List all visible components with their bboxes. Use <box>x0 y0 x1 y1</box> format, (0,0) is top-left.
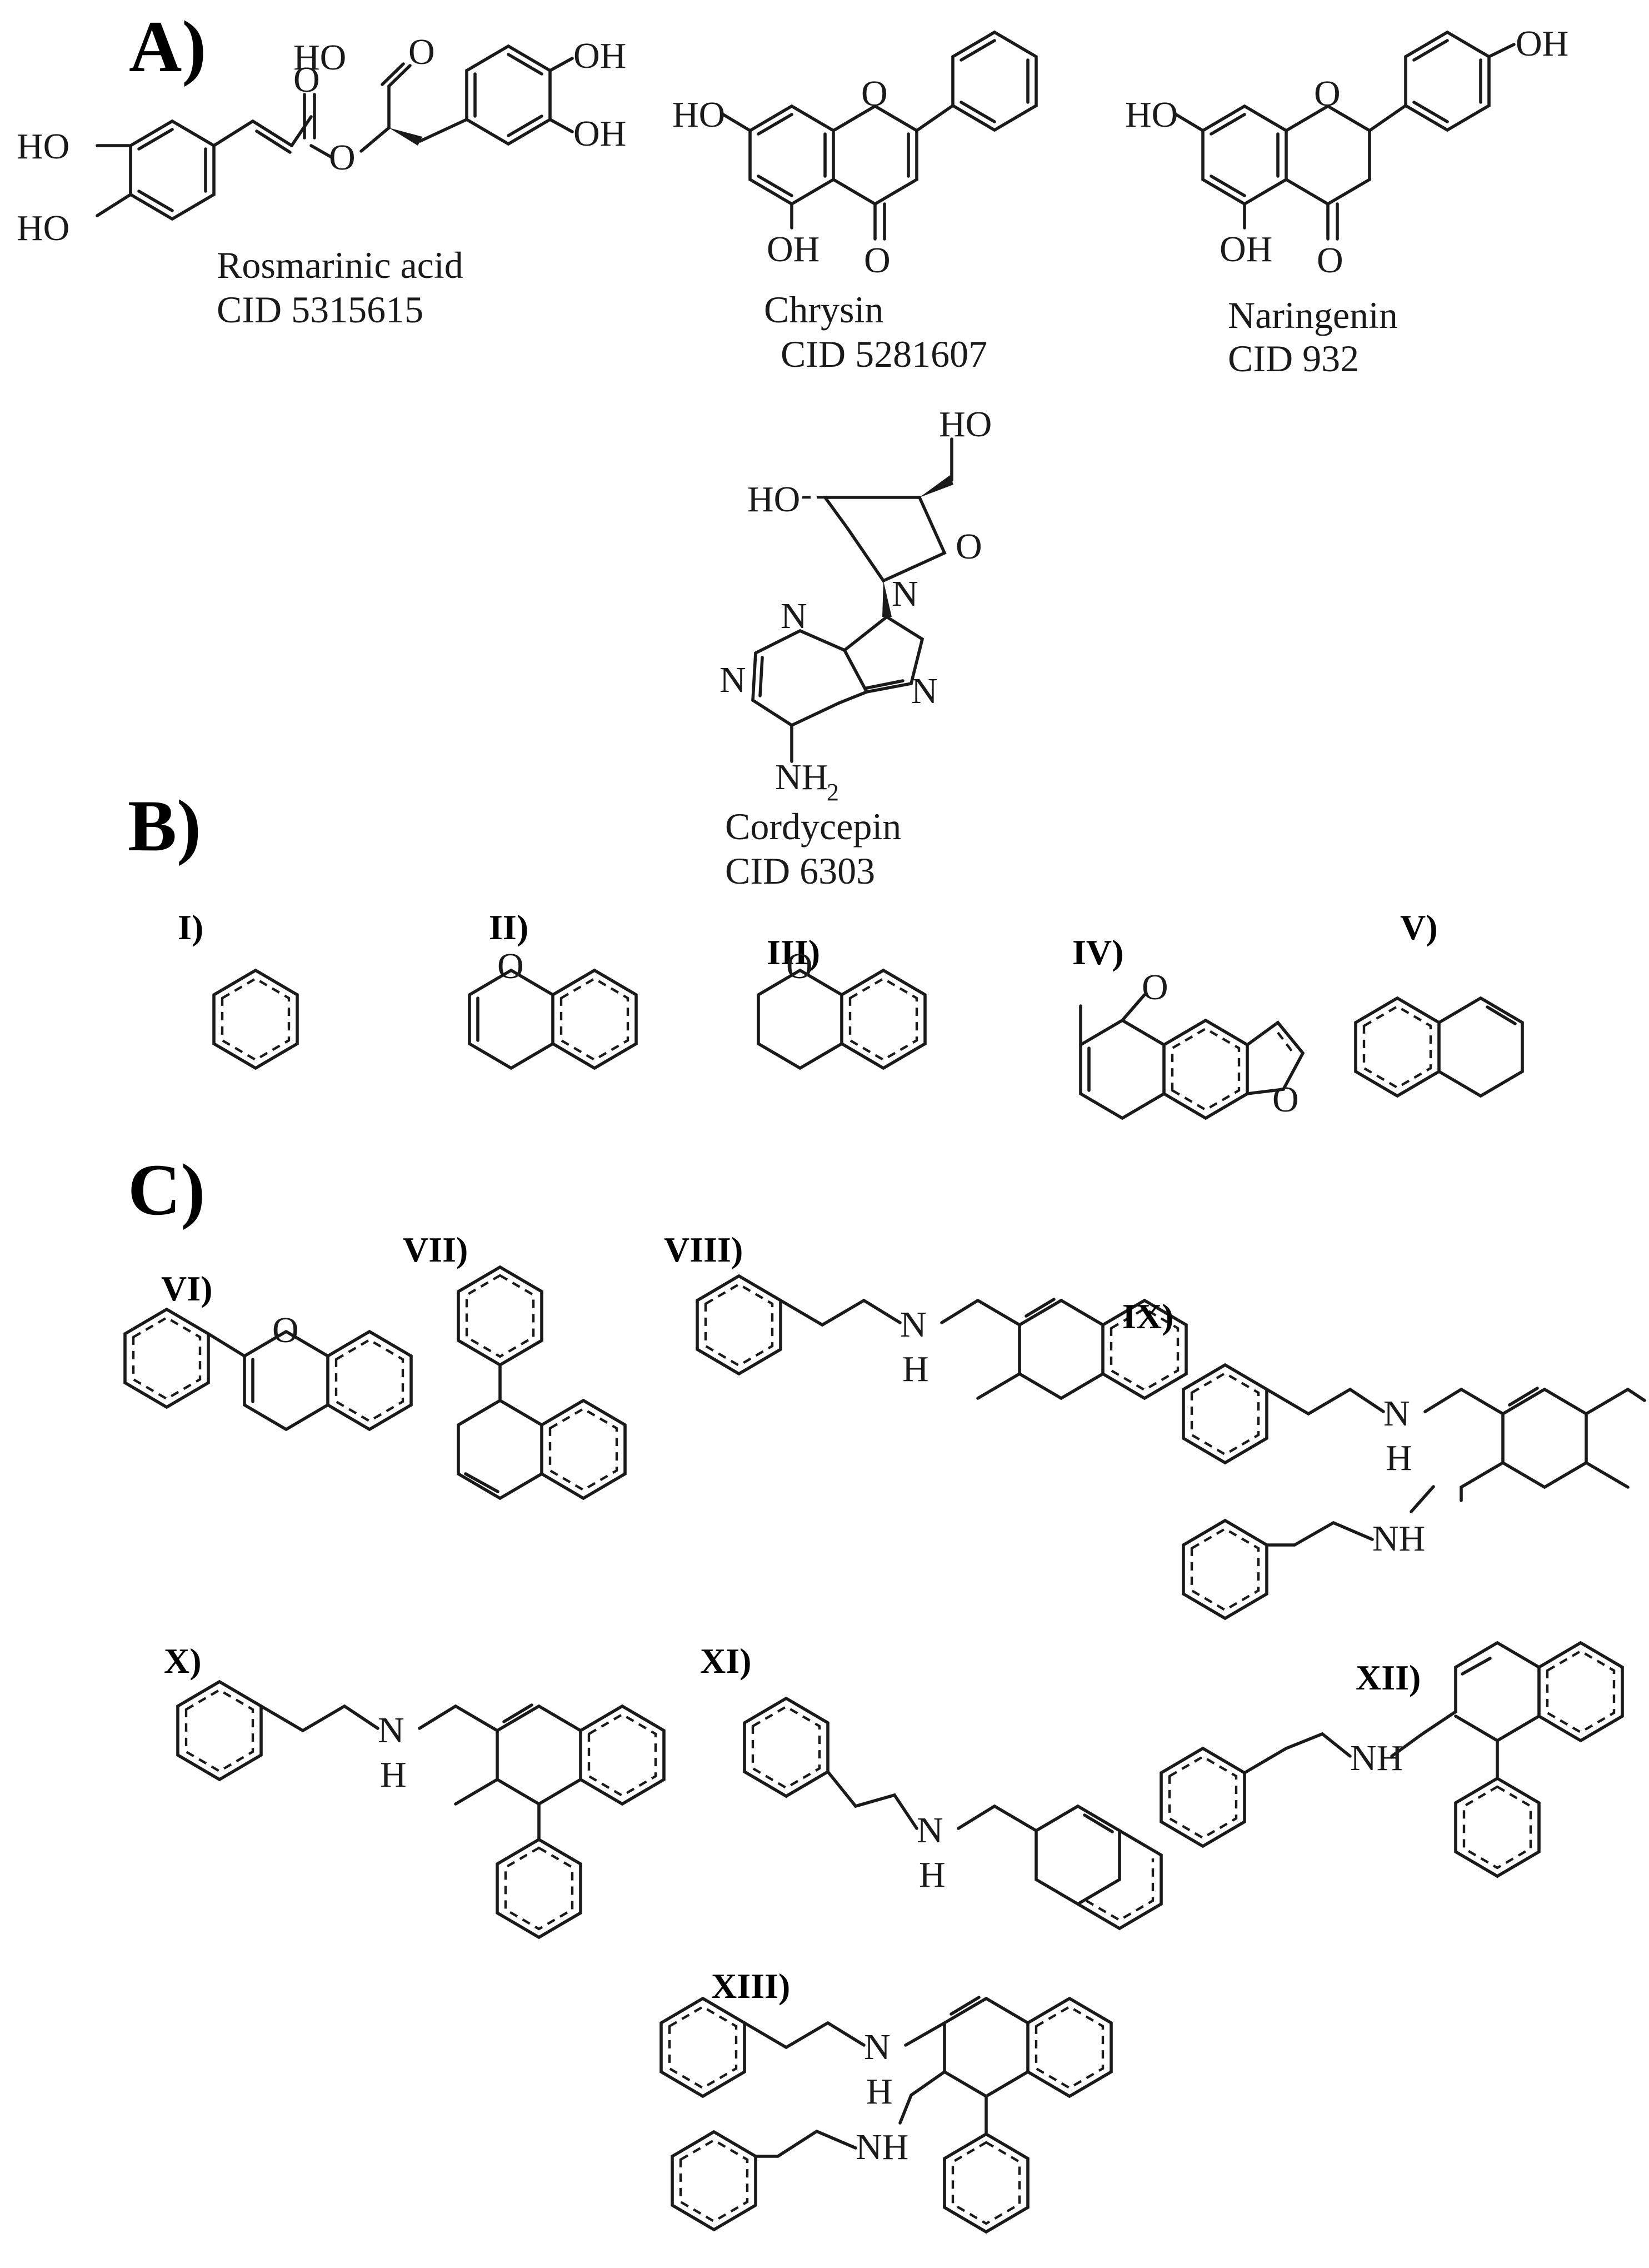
atom-label: O <box>1142 967 1168 1008</box>
atom-label: O <box>1314 73 1341 114</box>
fragment-VII: VII) <box>403 1230 627 1501</box>
atom-label: HO <box>747 479 800 520</box>
structure-chrysin: HO O OH O Chrysin CID 5281607 <box>672 30 1038 375</box>
atom-label: HO <box>672 94 725 135</box>
fragment-III: III) O <box>757 933 927 1070</box>
fragment-XII: XII) NH <box>1160 1641 1624 1878</box>
fragment-XIII: XIII) N H NH <box>659 1966 1113 2234</box>
atom-label: N <box>781 596 807 636</box>
atom-label: OH <box>573 113 626 154</box>
atom-label: HO <box>17 208 69 248</box>
atom-label: O <box>956 526 982 567</box>
fragment-label: I) <box>178 908 203 947</box>
atom-label: N <box>1383 1393 1410 1434</box>
compound-name: Cordycepin <box>725 805 901 848</box>
atom-label: H <box>1386 1438 1412 1478</box>
fragment-IX: IX) N H NH <box>1122 1297 1646 1621</box>
atom-label: O <box>786 946 813 986</box>
fragment-II: II) O <box>468 908 638 1070</box>
atom-label: NH <box>856 2127 908 2167</box>
fragment-label: XII) <box>1356 1658 1421 1697</box>
fragment-label: XI) <box>700 1641 751 1681</box>
compound-name: Naringenin <box>1228 294 1398 336</box>
atom-label: O <box>864 240 891 281</box>
compound-cid: CID 6303 <box>725 850 875 892</box>
atom-label: O <box>861 73 888 114</box>
atom-label: H <box>866 2071 893 2112</box>
fragment-label: X) <box>164 1641 202 1681</box>
fragment-I: I) <box>178 908 299 1070</box>
atom-label: NH <box>1350 1738 1403 1778</box>
atom-label: O <box>272 1310 299 1350</box>
atom-label: HO <box>293 37 346 78</box>
compound-cid: CID 5281607 <box>781 333 987 375</box>
atom-label: N <box>864 2027 891 2067</box>
fragment-label: VIII) <box>664 1230 743 1269</box>
fragment-V: V) <box>1354 908 1524 1098</box>
structure-naringenin: HO O OH OH O Naringenin CID 932 <box>1125 23 1568 380</box>
fragment-label: XIII) <box>711 1966 790 2006</box>
structure-cordycepin: HO HO O N N N N NH 2 Cordycepin CID 6303 <box>719 404 992 892</box>
atom-label: N <box>900 1304 927 1345</box>
atom-label: HO <box>939 404 992 445</box>
atom-label: O <box>293 59 320 100</box>
atom-label: N <box>917 1810 943 1851</box>
fragment-XI: XI) N H <box>700 1641 1163 1931</box>
atom-label: NH <box>1372 1518 1425 1559</box>
atom-label: OH <box>1516 23 1568 64</box>
atom-label: O <box>1272 1079 1299 1120</box>
atom-label: O <box>408 32 435 72</box>
fragment-label: IV) <box>1072 933 1123 972</box>
atom-label: H <box>902 1349 929 1389</box>
fragment-label: V) <box>1400 908 1438 947</box>
fragment-VIII: VIII) N H <box>664 1230 1188 1400</box>
compound-name: Chrysin <box>764 288 883 331</box>
fragment-label: VI) <box>161 1269 212 1308</box>
atom-label: OH <box>767 229 819 270</box>
atom-label: OH <box>1220 229 1272 270</box>
atom-label: N <box>719 660 746 700</box>
atom-label: N <box>378 1710 404 1751</box>
compound-name: Rosmarinic acid <box>217 244 463 286</box>
atom-label: H <box>380 1754 407 1795</box>
fragment-label: III) <box>767 933 820 972</box>
atom-label: NH <box>775 757 828 797</box>
fragment-label: IX) <box>1122 1297 1173 1336</box>
fragment-VI: VI) O <box>123 1269 413 1432</box>
fragment-IV: IV) O O <box>1072 933 1305 1120</box>
atom-label: OH <box>573 36 626 76</box>
atom-subscript: 2 <box>827 779 839 806</box>
fragment-label: II) <box>489 908 528 947</box>
atom-label: N <box>911 671 938 711</box>
atom-label: O <box>329 137 356 178</box>
compound-cid: CID 932 <box>1228 337 1359 380</box>
structure-rosmarinic-acid: HO HO O O HO O OH OH Rosmarinic acid CID… <box>17 32 626 331</box>
fragment-X: X) N H <box>164 1641 666 1940</box>
fragment-label: VII) <box>403 1230 468 1269</box>
atom-label: HO <box>17 126 69 167</box>
atom-label: O <box>1317 240 1343 281</box>
atom-label: N <box>892 574 918 614</box>
panel-label-c: C) <box>128 1149 205 1230</box>
atom-label: HO <box>1125 94 1178 135</box>
atom-label: O <box>497 946 524 986</box>
panel-label-a: A) <box>129 6 206 87</box>
panel-label-b: B) <box>128 785 201 866</box>
atom-label: H <box>919 1855 946 1895</box>
compound-cid: CID 5315615 <box>217 288 423 331</box>
